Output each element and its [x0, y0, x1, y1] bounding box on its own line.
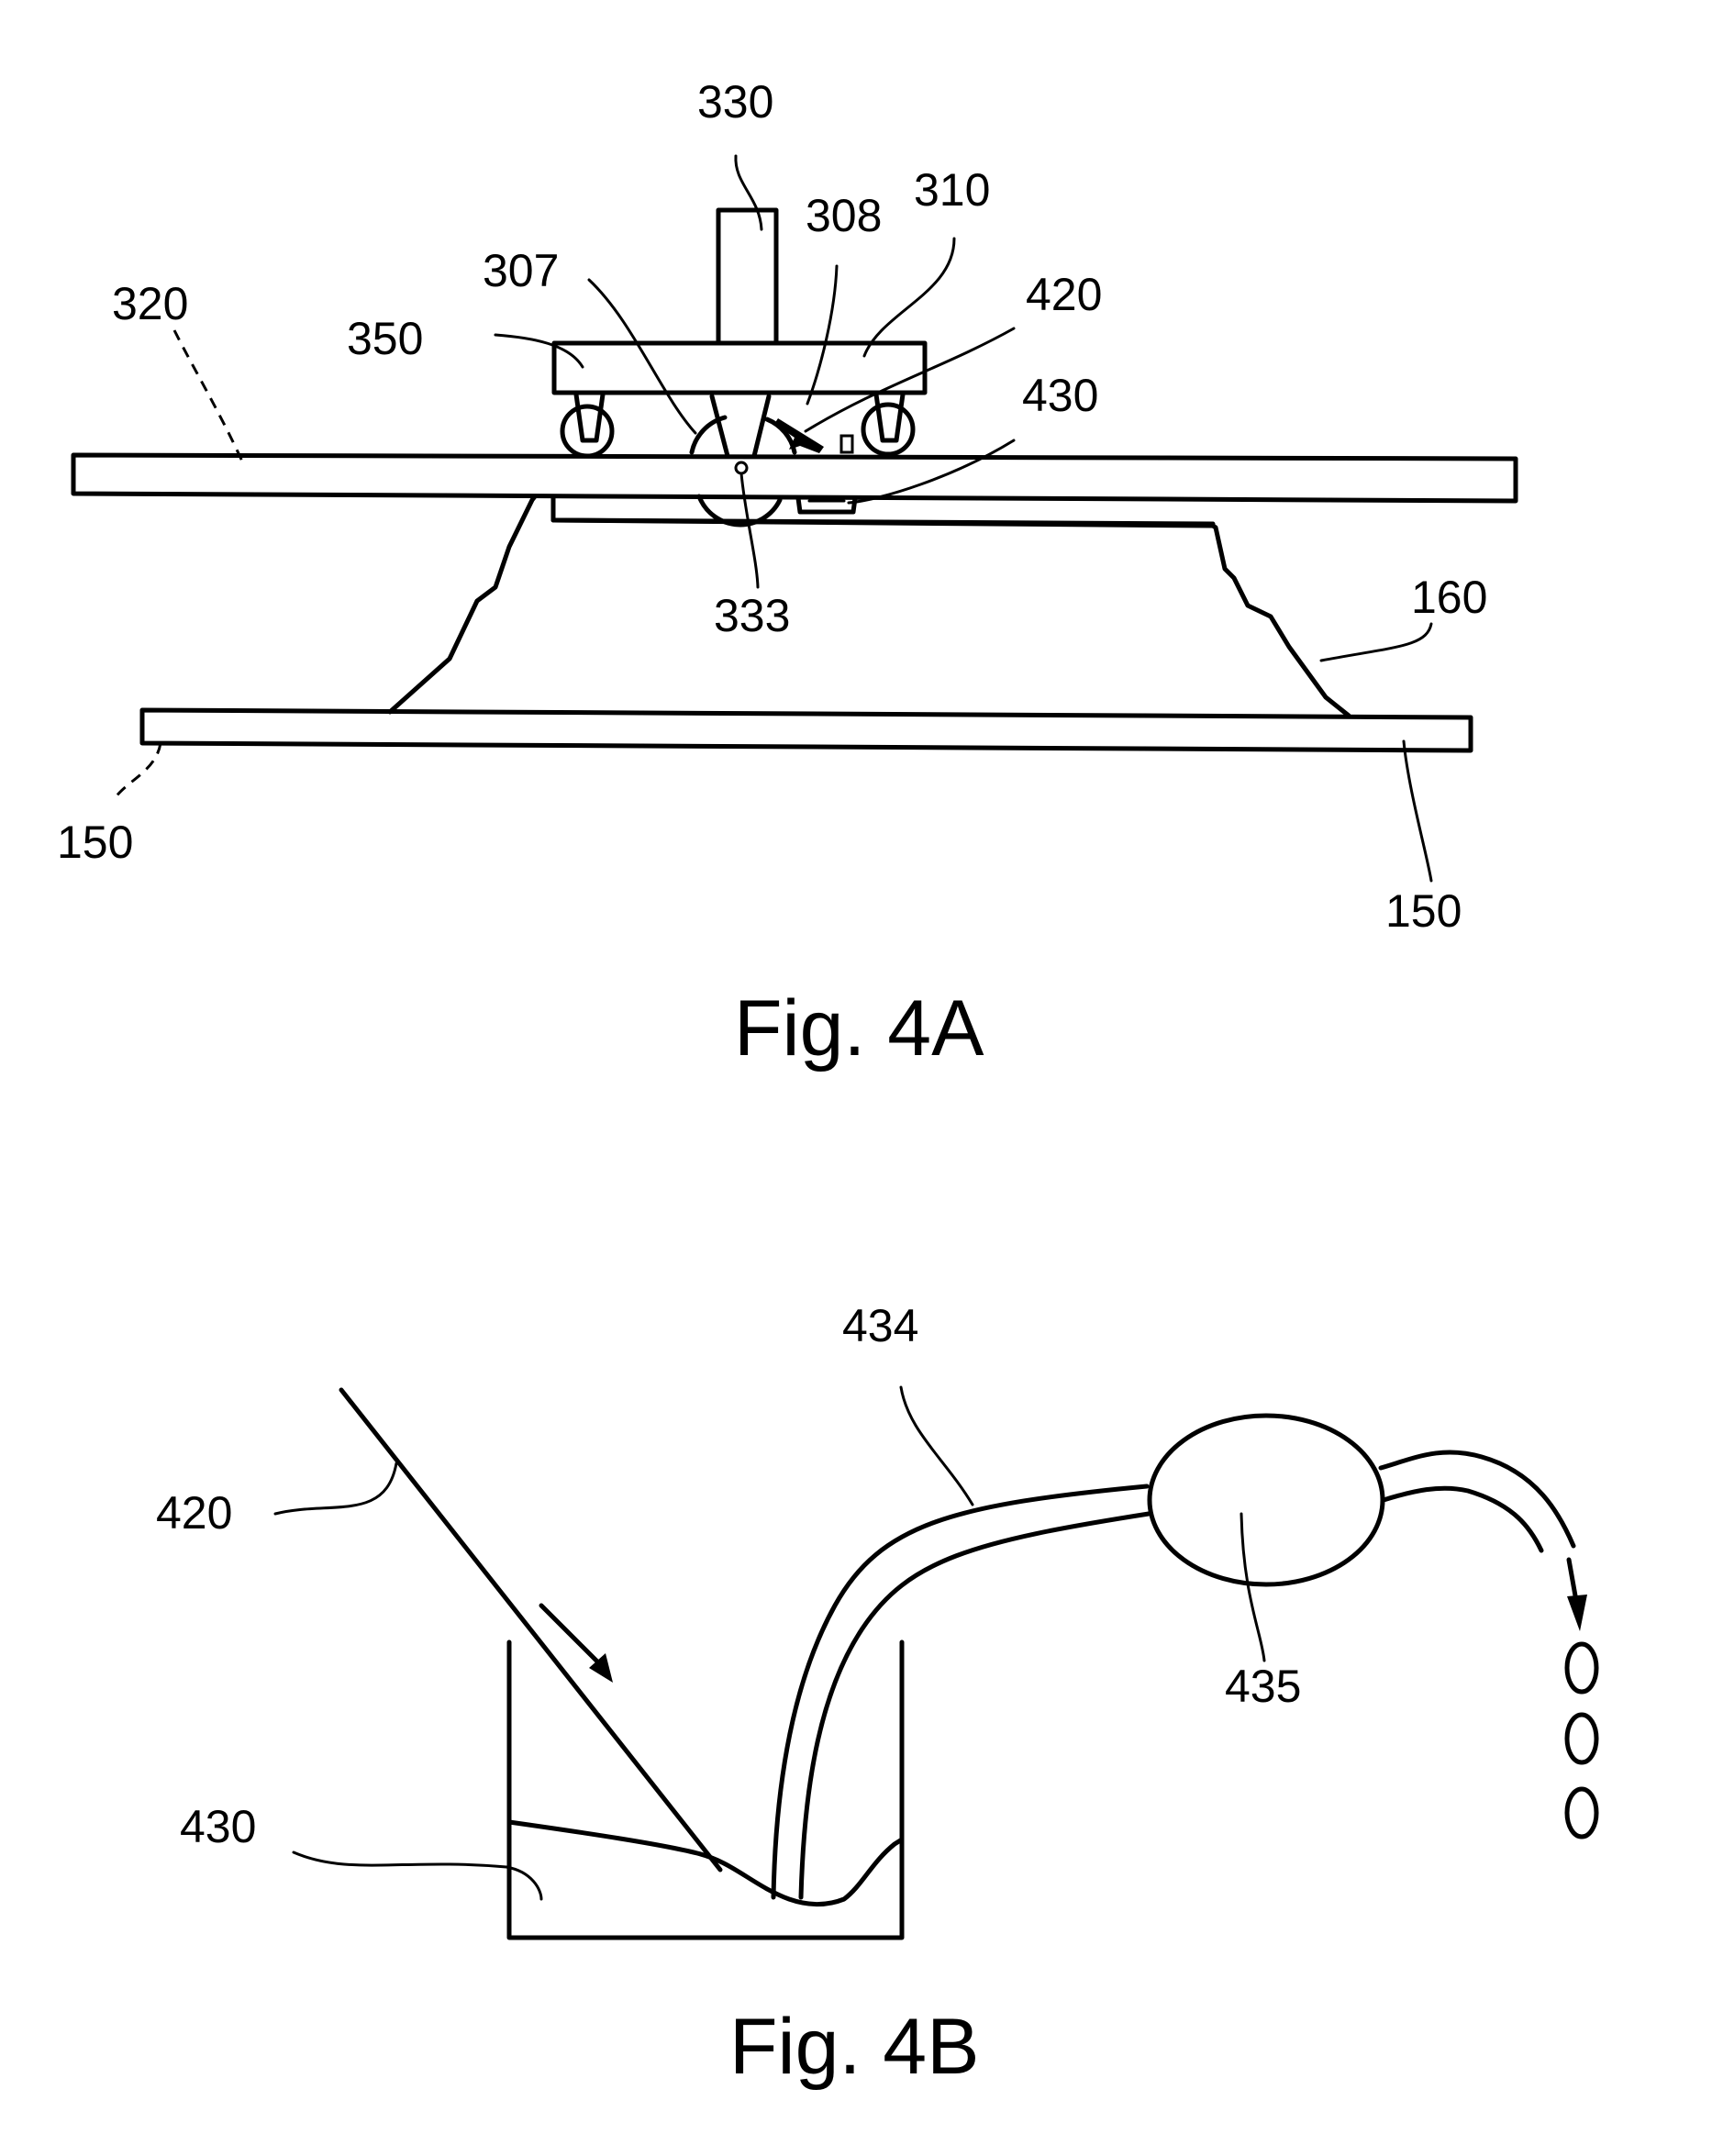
label-150-right: 150: [1385, 885, 1462, 937]
outlet-arrow: [1567, 1560, 1587, 1631]
label-310: 310: [914, 164, 990, 216]
label-350: 350: [347, 313, 423, 364]
upper-plate-320: [73, 455, 1516, 501]
blade-420: [341, 1390, 720, 1870]
left-wheel: [562, 395, 612, 456]
label-420b: 420: [156, 1487, 232, 1539]
leader-320: [174, 330, 243, 463]
label-333: 333: [714, 590, 790, 641]
leader-434: [901, 1387, 973, 1505]
container: [509, 1642, 902, 1938]
label-320: 320: [112, 278, 188, 329]
label-150-left: 150: [57, 817, 133, 868]
outlet-tube-inner: [1384, 1488, 1541, 1550]
liquid-surface: [509, 1822, 902, 1905]
droplet: [1567, 1789, 1596, 1837]
caption-fig-4a: Fig. 4A: [734, 984, 984, 1072]
leader-150-left: [115, 743, 161, 798]
label-434: 434: [842, 1300, 918, 1351]
label-435: 435: [1225, 1661, 1301, 1712]
small-post: [841, 436, 852, 452]
label-308: 308: [806, 190, 882, 241]
droplet: [1567, 1644, 1596, 1692]
tube-434-inner: [801, 1514, 1149, 1897]
label-330: 330: [697, 76, 773, 128]
outlet-tube-outer: [1381, 1452, 1573, 1546]
leader-310: [864, 239, 954, 356]
right-wheel: [863, 395, 913, 454]
post-330: [718, 210, 776, 343]
label-430b: 430: [180, 1801, 256, 1852]
droplet: [1567, 1715, 1596, 1762]
label-307: 307: [483, 245, 559, 296]
caption-fig-4b: Fig. 4B: [729, 2003, 979, 2091]
leader-160: [1321, 624, 1431, 661]
label-160: 160: [1411, 572, 1487, 623]
label-430: 430: [1022, 370, 1098, 421]
figure-4b: 434 420 435 430 Fig. 4B: [156, 1300, 1596, 2091]
base-plate-150: [142, 710, 1471, 750]
wedge-308: [712, 396, 769, 456]
pump-435: [1150, 1416, 1383, 1584]
leader-430b: [294, 1852, 541, 1899]
leader-150-right: [1404, 741, 1431, 881]
carriage-310: [554, 343, 925, 393]
figure-4a: 330 308 310 307 320 350 420 430 333 160 …: [57, 76, 1516, 1072]
label-420: 420: [1026, 269, 1102, 320]
mound-160: [390, 468, 1349, 716]
flow-arrow: [541, 1606, 613, 1683]
leader-420b: [275, 1463, 396, 1514]
